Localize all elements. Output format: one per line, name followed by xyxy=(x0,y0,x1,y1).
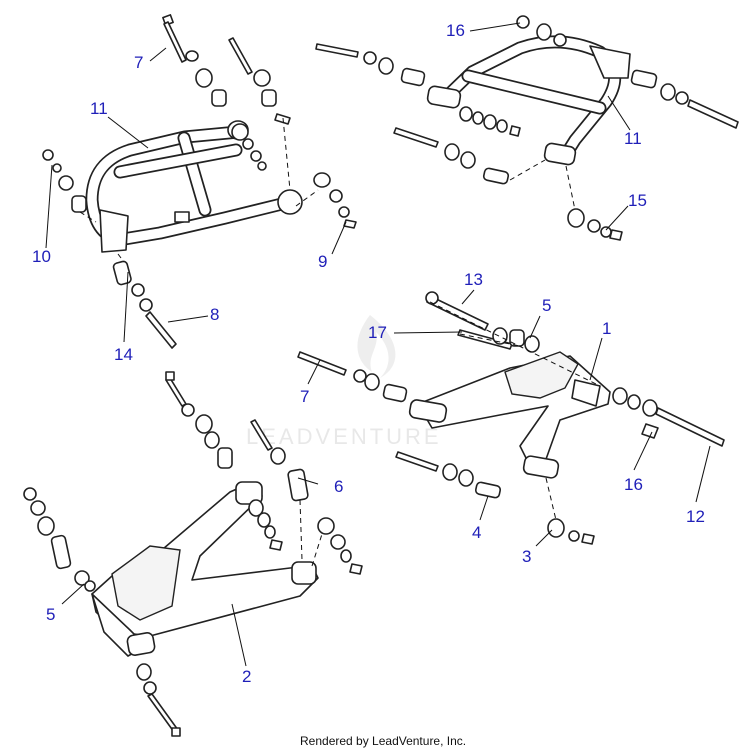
callout-17: 17 xyxy=(368,323,387,342)
callout-11b: 11 xyxy=(624,129,642,148)
callout-5a: 5 xyxy=(542,296,551,315)
callout-1: 1 xyxy=(602,319,611,338)
assembly-top-right: 16 11 15 xyxy=(315,15,739,241)
watermark-text: LEADVENTURE xyxy=(246,424,442,449)
callout-8: 8 xyxy=(210,305,219,324)
callout-4: 4 xyxy=(472,523,481,542)
callout-13: 13 xyxy=(464,270,483,289)
footer-credit: Rendered by LeadVenture, Inc. xyxy=(300,734,466,748)
callout-7a: 7 xyxy=(134,53,143,72)
callout-14: 14 xyxy=(114,345,133,364)
flame-logo-icon xyxy=(357,315,396,378)
callout-12: 12 xyxy=(686,507,705,526)
bolt-7a xyxy=(162,14,187,63)
callout-7b: 7 xyxy=(300,387,309,406)
callout-6: 6 xyxy=(334,477,343,496)
callout-2: 2 xyxy=(242,667,251,686)
callout-16b: 16 xyxy=(624,475,643,494)
assembly-middle-right: 13 5 17 1 7 16 12 4 3 xyxy=(297,270,725,566)
callout-11a: 11 xyxy=(90,99,108,118)
callout-5b: 5 xyxy=(46,605,55,624)
watermark: LEADVENTURE xyxy=(246,315,442,449)
callout-3: 3 xyxy=(522,547,531,566)
assembly-bottom-left: 6 5 2 xyxy=(23,371,363,737)
callout-10: 10 xyxy=(32,247,51,266)
callout-9: 9 xyxy=(318,252,327,271)
callout-15: 15 xyxy=(628,191,647,210)
callout-16a: 16 xyxy=(446,21,465,40)
assembly-top-left: 7 11 10 9 8 14 xyxy=(32,14,357,364)
